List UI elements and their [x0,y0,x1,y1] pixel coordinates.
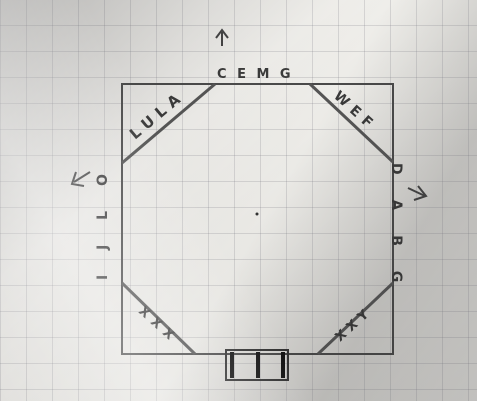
arrow-left-icon [72,172,90,186]
top-label: C E M G [217,67,294,82]
diag-top-right [310,84,393,162]
bottom-left-diag-label: XXX [135,304,181,347]
arrow-up-icon [216,30,228,46]
center-dot [256,213,259,216]
bottom-right-diag-label: XXY [333,304,376,345]
arrow-right-icon [408,186,426,200]
right-side-label: D A B G [388,163,404,292]
left-side-label: I J L O [95,164,111,280]
